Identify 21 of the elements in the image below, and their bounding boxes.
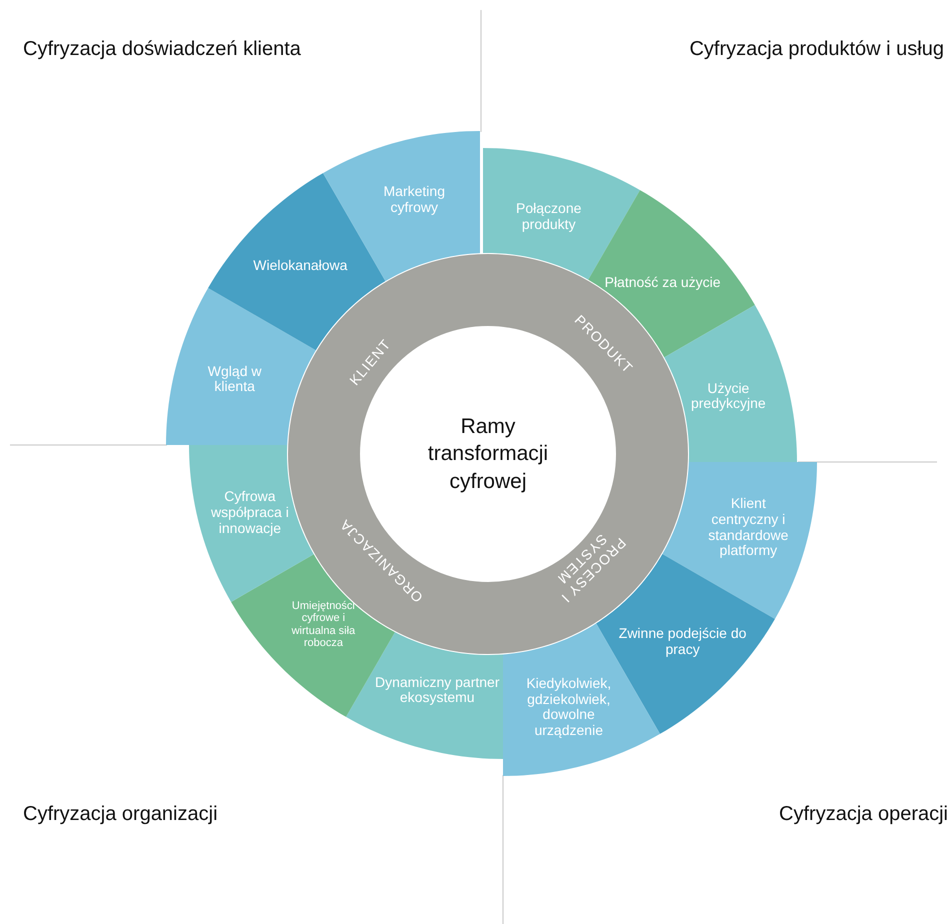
segment-label: Umiejętności cyfrowe i wirtualna siła robocza: [290, 600, 356, 650]
segment-label: Cyfrowa współpraca i innowacje: [210, 489, 290, 536]
segment-label: Wielokanałowa: [253, 258, 348, 274]
wedge-segment: [662, 462, 817, 619]
quadrant-title: Cyfryzacja organizacji: [23, 803, 218, 826]
segment-label: Płatność za użycie: [604, 274, 721, 290]
segment-label: Dynamiczny partner ekosystemu: [374, 674, 500, 706]
segment-label: Zwinne podejście do pracy: [618, 626, 747, 658]
wedge-segment: [189, 445, 314, 602]
center-title: Ramy transformacji cyfrowej: [413, 409, 563, 499]
segment-label: Klient centryczny i standardowe platformy: [707, 496, 790, 560]
wedge-segment: [664, 305, 797, 462]
segment-label: Połączone produkty: [515, 200, 582, 232]
segment-label: Kiedykolwiek, gdziekolwiek, dowolne urządzenie: [525, 676, 612, 739]
segment-label: Użycie predykcyjne: [690, 380, 767, 412]
wedge-segment: [166, 288, 316, 445]
quadrant-title: Cyfryzacja operacji: [779, 803, 948, 826]
segment-label: Marketing cyfrowy: [382, 184, 446, 216]
segment-label: Wgląd w klienta: [206, 364, 262, 395]
quadrant-title: Cyfryzacja produktów i usług: [689, 38, 944, 61]
quadrant-title: Cyfryzacja doświadczeń klienta: [23, 38, 301, 61]
